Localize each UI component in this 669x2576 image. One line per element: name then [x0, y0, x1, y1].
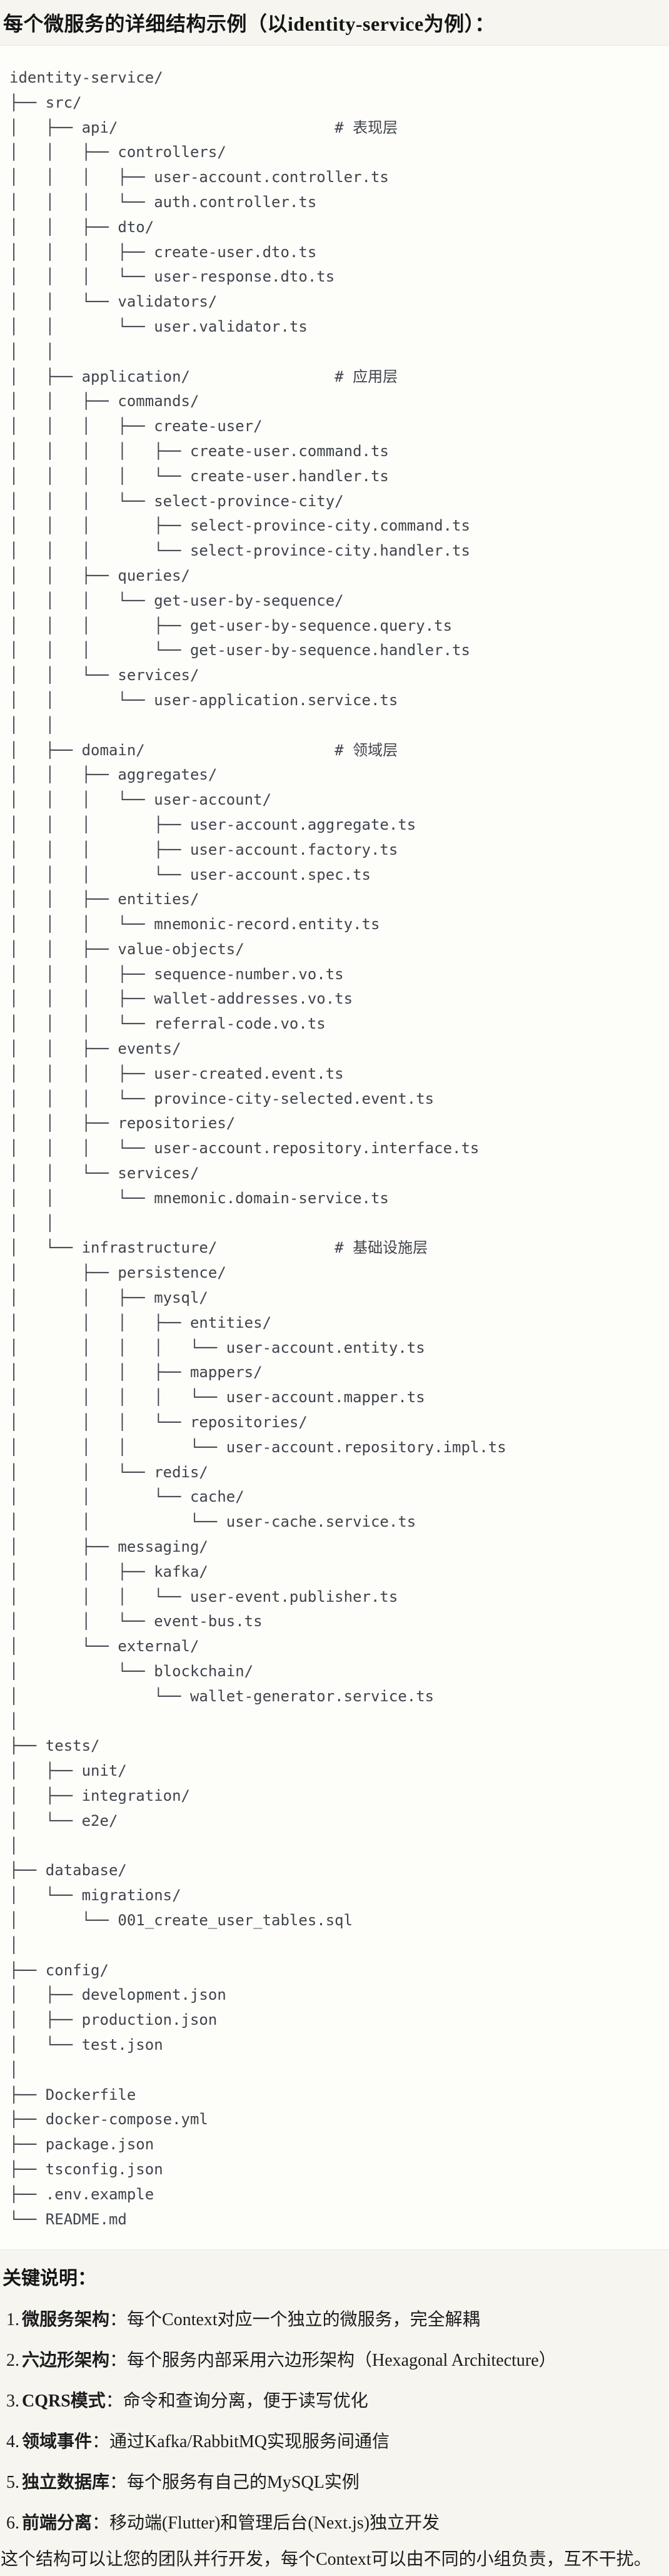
- note-item-number: 3.: [6, 2391, 19, 2411]
- directory-tree: identity-service/ ├── src/ │ ├── api/ # …: [0, 45, 669, 2251]
- note-item-number: 2.: [6, 2351, 19, 2371]
- note-item-label: 六边形架构: [22, 2351, 110, 2371]
- note-item-label: CQRS模式: [22, 2391, 106, 2411]
- note-item-domain-events: 4.领域事件：通过Kafka/RabbitMQ实现服务间通信: [0, 2430, 661, 2454]
- page-title: 每个微服务的详细结构示例（以identity-service为例）：: [3, 13, 495, 35]
- note-item-number: 1.: [6, 2310, 19, 2330]
- note-item-number: 6.: [6, 2513, 19, 2533]
- note-item-text: ：每个服务内部采用六边形架构（Hexagonal Architecture）: [109, 2351, 556, 2371]
- note-item-text: ：通过Kafka/RabbitMQ实现服务间通信: [92, 2432, 390, 2452]
- note-item-label: 领域事件: [22, 2432, 93, 2452]
- note-item-text: ：命令和查询分离，便于读写优化: [105, 2391, 368, 2411]
- note-item-text: ：每个Context对应一个独立的微服务，完全解耦: [109, 2310, 480, 2330]
- note-item-cqrs: 3.CQRS模式：命令和查询分离，便于读写优化: [0, 2390, 661, 2413]
- note-item-frontend: 6.前端分离：移动端(Flutter)和管理后台(Next.js)独立开发: [0, 2512, 661, 2535]
- notes-section: 关键说明： 1.微服务架构：每个Context对应一个独立的微服务，完全解耦 2…: [0, 2266, 669, 2572]
- note-item-text: ：每个服务有自己的MySQL实例: [109, 2473, 360, 2493]
- note-item-label: 微服务架构: [22, 2310, 110, 2330]
- note-item-hexagonal: 2.六边形架构：每个服务内部采用六边形架构（Hexagonal Architec…: [0, 2349, 661, 2373]
- notes-footer: 这个结构可以让您的团队并行开发，每个Context可以由不同的小组负责，互不干扰…: [1, 2550, 651, 2570]
- note-item-number: 4.: [6, 2432, 19, 2452]
- note-item-number: 5.: [6, 2473, 19, 2493]
- note-item-microservice: 1.微服务架构：每个Context对应一个独立的微服务，完全解耦: [0, 2308, 661, 2332]
- notes-list: 1.微服务架构：每个Context对应一个独立的微服务，完全解耦 2.六边形架构…: [0, 2308, 661, 2535]
- notes-heading: 关键说明：: [3, 2268, 96, 2289]
- note-item-database: 5.独立数据库：每个服务有自己的MySQL实例: [0, 2471, 661, 2495]
- note-item-text: ：移动端(Flutter)和管理后台(Next.js)独立开发: [92, 2513, 440, 2533]
- note-item-label: 独立数据库: [22, 2473, 110, 2493]
- note-item-label: 前端分离: [22, 2513, 93, 2533]
